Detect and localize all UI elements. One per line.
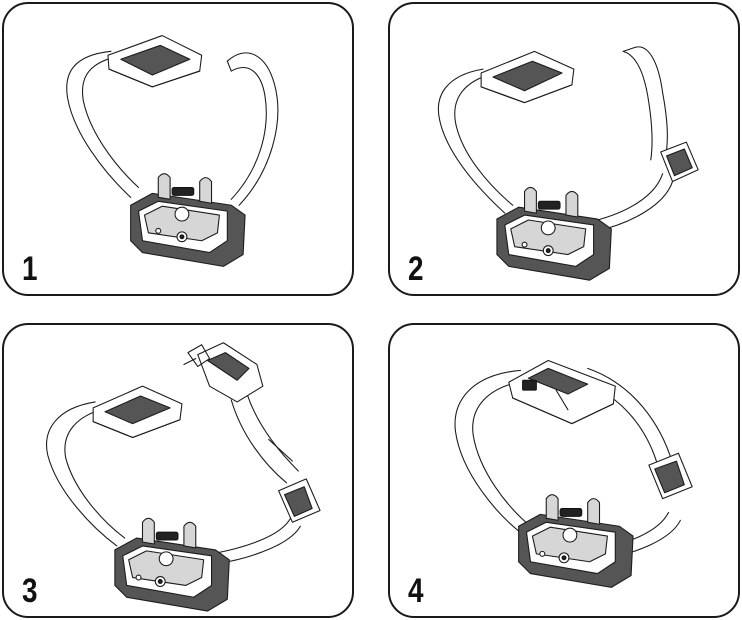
step-number-4: 4 [408, 574, 424, 608]
collar-receiver-icon [497, 187, 611, 280]
collar-receiver-icon [131, 174, 245, 267]
buckle-icon [93, 386, 182, 437]
step-panel-1: 1 [2, 2, 354, 296]
step-number-1: 1 [22, 252, 38, 286]
collar-illustration-step-1 [4, 4, 352, 294]
slide-buckle-icon [279, 479, 320, 522]
slide-buckle-icon [649, 453, 692, 498]
buckle-clip-icon [184, 343, 263, 402]
collar-receiver-icon [519, 495, 633, 588]
collar-illustration-step-2 [390, 4, 738, 294]
step-panel-2: 2 [388, 2, 740, 296]
step-number-2: 2 [408, 252, 424, 286]
step-number-3: 3 [22, 574, 38, 608]
collar-receiver-icon [115, 518, 229, 611]
collar-illustration-step-3 [4, 325, 352, 616]
buckle-icon [108, 36, 202, 87]
step-panel-3: 3 [2, 323, 354, 618]
collar-illustration-step-4 [390, 325, 738, 616]
buckle-icon [481, 51, 574, 102]
buckle-icon [509, 361, 616, 424]
step-panel-4: 4 [388, 323, 740, 618]
